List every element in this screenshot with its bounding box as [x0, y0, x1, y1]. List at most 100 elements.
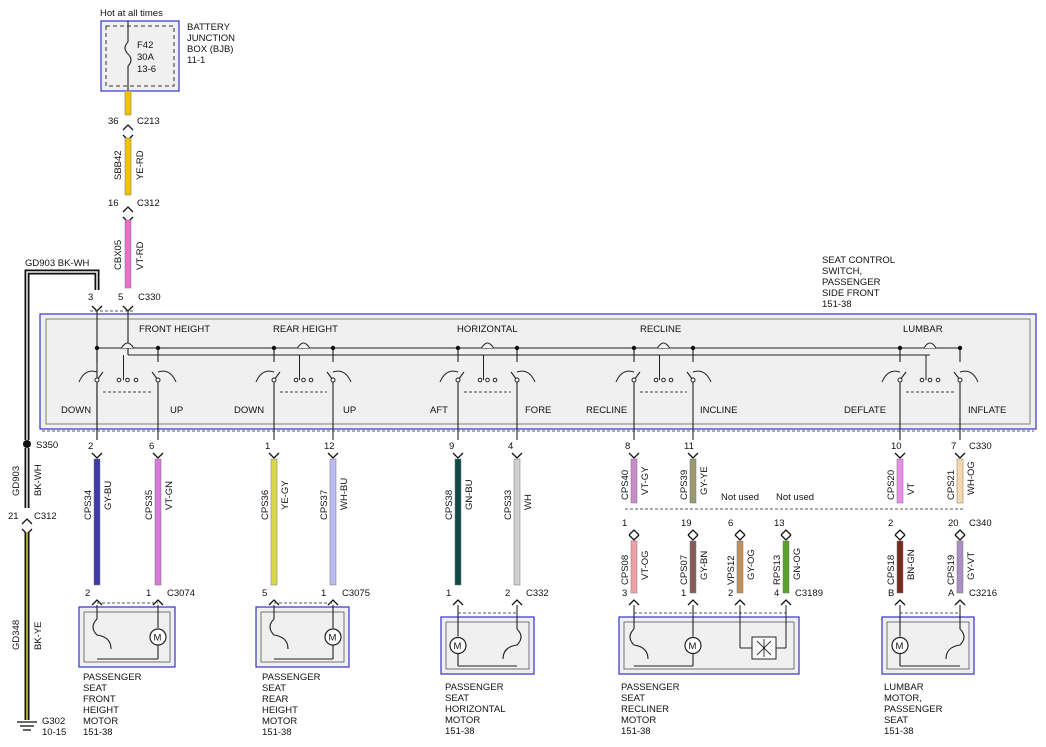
dir-deflate: DEFLATE [844, 405, 886, 416]
bus-bridge-5 [923, 342, 937, 349]
wire-12-pin-mid: 20 [948, 518, 959, 529]
motor-caption-5-line-2: MOTOR, [884, 693, 922, 704]
group-horizontal: HORIZONTAL [457, 324, 518, 335]
wire-2-color: VT-GN [164, 481, 175, 510]
ground-point: G302 [42, 716, 65, 727]
wire-4-code: CPS37 [319, 490, 330, 520]
motor-caption-2-line-6: 151-38 [262, 727, 292, 738]
motor-caption-1-line-6: 151-38 [83, 727, 113, 738]
wire-12-color: WH-OG [966, 461, 977, 495]
motor-caption-1-line-3: FRONT [83, 694, 116, 705]
wire-cbx05 [124, 219, 132, 289]
wire-cps33 [513, 458, 521, 586]
wire-5-pin-top: 9 [449, 441, 454, 452]
ground-wire-code: GD903 [11, 466, 22, 496]
motor-caption-4-line-1: PASSENGER [621, 682, 680, 693]
wire-12-conn-mid: C340 [969, 518, 992, 529]
wire-sbb42 [124, 137, 132, 196]
switch-contact-4-2 [690, 377, 696, 383]
wire-6-code: CPS33 [503, 490, 514, 520]
fuse-rating: 30A [137, 52, 155, 63]
wire-12-pin-bottom: A [948, 588, 955, 599]
motor-caption-4-line-3: RECLINER [621, 704, 669, 715]
bjb-line-2: JUNCTION [187, 33, 235, 44]
bjb-inner [105, 25, 175, 87]
dir-recline: RECLINE [586, 405, 627, 416]
bus-bridge-3 [481, 342, 494, 349]
switch-contact-5-2 [957, 377, 963, 383]
wire-10-code2: RPS13 [772, 555, 783, 585]
wire-8-color2: GY-BN [699, 551, 710, 580]
motor-caption-2-line-5: MOTOR [262, 716, 297, 727]
bjb-line-1: BATTERY [187, 22, 231, 33]
motor-letter-5: M [896, 641, 904, 652]
motor-caption-1-line-1: PASSENGER [83, 672, 142, 683]
wire-rps13 [782, 540, 790, 594]
switch-title-5: 151-38 [822, 299, 852, 310]
motor-caption-2-line-4: HEIGHT [262, 705, 298, 716]
wire-7-pin-top: 8 [625, 441, 630, 452]
wire-12-color2: GY-VT [966, 552, 977, 580]
ground-pin-c312: 21 [8, 511, 19, 522]
wire-cps21 [956, 458, 964, 504]
motor-letter-3: M [454, 641, 462, 652]
dir-incline: INCLINE [700, 405, 737, 416]
wire-3-pin-bottom: 5 [262, 588, 267, 599]
wire-10-color2: GN-OG [792, 548, 803, 580]
wire-11-code: CPS20 [886, 470, 897, 500]
switch-title-2: SWITCH, [822, 266, 862, 277]
motor-caption-2-line-2: SEAT [262, 683, 286, 694]
wire-9-color2: GY-OG [746, 549, 757, 580]
switch-contact-4-1 [631, 377, 637, 383]
wire-2-pin-bottom: 1 [146, 588, 151, 599]
wire-12-conn-top: C330 [969, 441, 992, 452]
wire-10-pin-mid: 13 [774, 518, 785, 529]
wire-cbx05-code: CBX05 [113, 240, 124, 270]
switch-contact-1-1 [94, 377, 100, 383]
bjb-box [100, 20, 180, 92]
wire-9-pin-bottom: 2 [728, 588, 733, 599]
wire-11-pin-top: 10 [891, 441, 902, 452]
wire-11-color2: BN-GN [906, 549, 917, 580]
wire-10-conn: C3189 [795, 588, 823, 599]
pin-c312: 16 [108, 198, 119, 209]
wire-3-pin-top: 1 [265, 441, 270, 452]
not-used-label-2: Not used [776, 492, 814, 503]
wire-cps08 [630, 540, 638, 594]
switch-title-3: PASSENGER [822, 277, 881, 288]
switch-contact-1-2 [155, 377, 161, 383]
wire-8-code: CPS39 [679, 470, 690, 500]
wire-11-pin-bottom: B [888, 588, 894, 599]
bus-bridge-4 [657, 342, 670, 349]
bjb-line-3: BOX (BJB) [187, 44, 233, 55]
wire-2-pin-top: 6 [149, 441, 154, 452]
motor-caption-4-line-2: SEAT [621, 693, 645, 704]
dir-up-2: UP [343, 405, 356, 416]
wire-cps20 [896, 458, 904, 504]
motor-switch-4 [629, 628, 649, 660]
wire-4-pin-top: 12 [324, 441, 335, 452]
ground-wire-color: BK-WH [33, 464, 44, 496]
wire-12-pin-top: 7 [951, 441, 956, 452]
wire-cps34 [93, 458, 101, 586]
motor-caption-5-line-3: PASSENGER [884, 704, 943, 715]
dir-up-1: UP [170, 405, 183, 416]
dir-inflate: INFLATE [968, 405, 1006, 416]
switch-pin-3: 3 [88, 292, 93, 303]
fuse-name: F42 [137, 40, 153, 51]
motor-caption-3-line-5: 151-38 [445, 726, 475, 737]
wire-6-pin-top: 4 [508, 441, 513, 452]
motor-caption-3-line-4: MOTOR [445, 715, 480, 726]
motor-caption-3-line-2: SEAT [445, 693, 469, 704]
switch-box [39, 313, 1037, 430]
wire-2-code: CPS35 [144, 490, 155, 520]
wire-10-pin-bottom: 4 [774, 588, 779, 599]
motor-caption-3-line-3: HORIZONTAL [445, 704, 506, 715]
wire-1-color: GY-BU [103, 481, 114, 510]
dir-aft: AFT [430, 405, 448, 416]
group-recline: RECLINE [640, 324, 681, 335]
motor-switch-5 [945, 628, 965, 660]
pin-c213: 36 [108, 116, 119, 127]
wire-6-conn: C332 [526, 588, 549, 599]
